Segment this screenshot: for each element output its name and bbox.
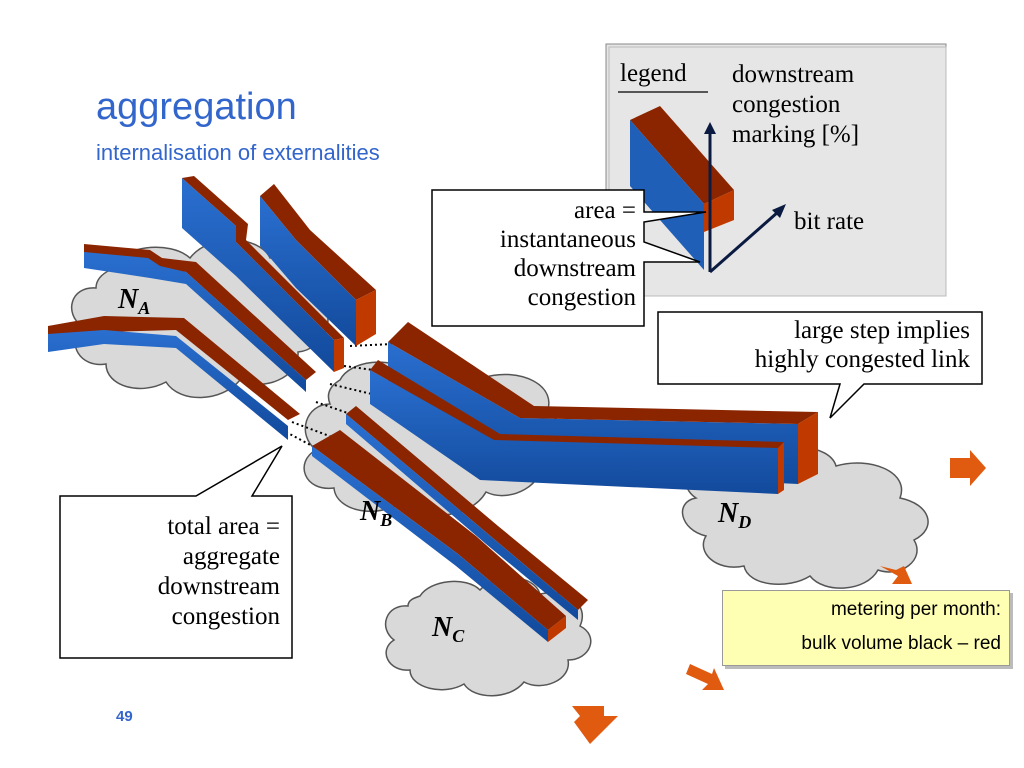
- ribbon-tall-1-top: [182, 176, 344, 340]
- page-number: 49: [116, 708, 133, 725]
- callout-total-area-box: [59, 445, 293, 659]
- flow-ribbons: [48, 176, 818, 642]
- node-label-d: ND: [718, 498, 752, 532]
- ribbon-c1-top: [312, 430, 566, 630]
- legend-bar-top: [630, 106, 734, 204]
- callout-area-line-3: downstream: [513, 255, 636, 282]
- ribbon-c2-front: [346, 414, 578, 620]
- exit-arrows: [572, 450, 986, 744]
- callout-large-step-line-1: large step implies: [794, 317, 970, 344]
- legend-x-axis: [709, 210, 779, 274]
- legend-x-axis-label: bit rate: [794, 208, 865, 235]
- callout-area-line-4: congestion: [527, 284, 636, 311]
- legend-y-axis-label: downstream congestion marking [%]: [732, 60, 859, 150]
- callout-area-line-2: instantaneous: [499, 226, 636, 253]
- callout-large-step-box: [657, 311, 983, 419]
- ribbon-c2-top: [346, 406, 588, 610]
- callout-area-box: [431, 189, 707, 327]
- node-label-c: NC: [432, 612, 465, 646]
- callout-large-step-text: large step implies highly congested link: [664, 316, 970, 374]
- ribbon-c1-front: [312, 446, 548, 642]
- ribbon-tall-2-top: [260, 184, 376, 300]
- ribbon-d2-side: [778, 442, 784, 494]
- legend-y-line-1: downstream: [732, 61, 855, 88]
- page-title: aggregation: [96, 86, 297, 128]
- ribbon-d1-top: [388, 322, 818, 424]
- callout-large-step-line-2: highly congested link: [754, 346, 970, 373]
- callout-total-area-line-1: total area =: [167, 513, 280, 540]
- ribbon-d2-top: [370, 360, 784, 448]
- arrow-south-icon: [572, 706, 618, 744]
- ribbon-tall-1-side: [334, 338, 344, 372]
- arrow-southeast-icon: [880, 566, 912, 584]
- ribbon-c1-side: [548, 616, 566, 642]
- metering-line-1: metering per month:: [830, 599, 1001, 620]
- ribbon-d1-side: [798, 412, 818, 484]
- legend-bar-front: [630, 120, 704, 270]
- ribbon-tall-2-front: [260, 196, 356, 346]
- callout-total-area-line-4: congestion: [171, 603, 280, 630]
- page-subtitle: internalisation of externalities: [96, 140, 380, 165]
- callout-total-area-line-3: downstream: [157, 573, 280, 600]
- ribbon-a1-front: [84, 252, 306, 392]
- node-label-a: NA: [118, 284, 151, 318]
- callout-shapes: [59, 189, 983, 659]
- metering-line-2: bulk volume black – red: [801, 633, 1001, 654]
- arrow-east-icon: [950, 450, 986, 486]
- node-label-b: NB: [360, 496, 393, 530]
- callout-total-area-text: total area = aggregate downstream conges…: [68, 512, 280, 632]
- legend-y-line-2: congestion: [732, 91, 841, 118]
- arrow-southwest-icon: [686, 664, 724, 690]
- metering-note: metering per month: bulk volume black – …: [722, 590, 1010, 666]
- callout-area-line-1: area =: [574, 197, 636, 224]
- ribbon-a2-front: [48, 330, 288, 440]
- callout-total-area-line-2: aggregate: [182, 543, 280, 570]
- ribbon-a2-top: [48, 316, 300, 420]
- legend-label: legend: [620, 60, 687, 87]
- ribbon-tall-2-side: [356, 290, 376, 346]
- legend-y-line-3: marking [%]: [732, 121, 860, 148]
- ribbon-d2-front: [370, 370, 778, 494]
- ribbon-tall-1-front: [182, 178, 334, 372]
- callout-area-text: area = instantaneous downstream congesti…: [440, 196, 636, 312]
